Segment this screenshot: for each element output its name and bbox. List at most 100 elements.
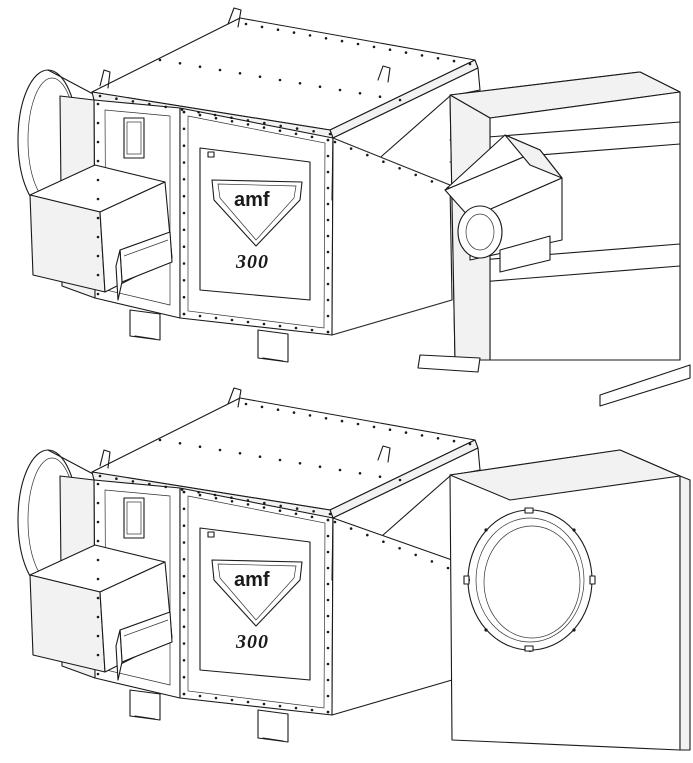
rivet [182, 642, 186, 645]
rivet [333, 140, 337, 144]
rivet [356, 422, 360, 426]
rivet [310, 708, 314, 712]
rivet [96, 615, 100, 619]
rivet [326, 646, 330, 650]
rivet [298, 462, 302, 465]
motor-end-cap [457, 205, 503, 259]
rivet [182, 161, 186, 164]
rivet [246, 119, 250, 122]
rivet [294, 132, 298, 136]
rivet [182, 541, 186, 544]
rivet [338, 88, 342, 92]
rivet [340, 39, 344, 43]
rivet [318, 465, 322, 469]
rivet [340, 419, 344, 423]
rivet [263, 121, 266, 125]
rivet [326, 518, 330, 522]
rivet [198, 694, 202, 698]
rivet [164, 105, 167, 109]
assembly-view-top: amf 300 [17, 7, 691, 407]
rivet [96, 102, 100, 106]
rivet [182, 262, 186, 265]
rivet [398, 167, 401, 170]
rivet [324, 417, 328, 420]
rivet [96, 178, 100, 182]
rivet [262, 506, 266, 509]
rivet [131, 100, 135, 103]
rivet [158, 438, 162, 442]
rivet [310, 135, 314, 139]
rivet [468, 62, 472, 66]
rivet [308, 414, 312, 417]
rivet [312, 130, 315, 133]
rivet [326, 534, 330, 538]
rivet [182, 608, 186, 612]
rivet [182, 295, 186, 299]
rivet [96, 235, 100, 239]
rivet [246, 503, 250, 506]
rivet [96, 216, 100, 220]
rivet [278, 704, 282, 708]
rivet [263, 501, 266, 505]
rivet [294, 706, 298, 710]
rivet [398, 98, 402, 102]
rivet-dots [96, 22, 472, 714]
rivet [96, 197, 100, 201]
rivet [326, 550, 330, 554]
rivet [326, 186, 330, 190]
rivet [276, 28, 280, 32]
rivet [218, 68, 222, 72]
rivet [230, 500, 234, 503]
rivet [214, 116, 218, 120]
rivet [230, 116, 233, 119]
rivet [420, 54, 424, 57]
rivet [308, 34, 312, 37]
brand-mark: amf [234, 189, 270, 211]
rivet [115, 477, 118, 481]
rivet [366, 533, 369, 537]
rivet [366, 153, 369, 157]
rivet [404, 431, 408, 434]
rivet [382, 540, 385, 543]
rivet [452, 439, 456, 443]
rivet [295, 507, 299, 510]
rivet [96, 558, 100, 562]
rivet [96, 254, 100, 258]
rivet [131, 480, 135, 483]
rivet [197, 111, 200, 114]
rivet [230, 120, 234, 123]
rivet [414, 553, 418, 557]
rivet [446, 566, 450, 570]
rivet [294, 326, 298, 330]
rivet [182, 228, 186, 232]
rivet [213, 113, 217, 117]
rivet [310, 515, 314, 519]
rivet [278, 324, 282, 328]
rivet [198, 65, 202, 68]
rivet [326, 314, 330, 318]
rivet [338, 468, 342, 472]
rivet [230, 318, 234, 322]
rivet [398, 478, 402, 482]
rivet [356, 42, 360, 46]
rivet [164, 485, 167, 489]
rivet [326, 330, 330, 334]
rivet [258, 455, 262, 459]
rivet [96, 121, 100, 125]
rivet [326, 154, 330, 158]
rivet [326, 694, 330, 698]
rivet [258, 75, 262, 78]
rivet [372, 425, 376, 429]
rivet [244, 402, 248, 406]
rivet [148, 482, 151, 486]
rivet [182, 279, 186, 282]
rivet [262, 322, 266, 326]
rivet [96, 140, 100, 144]
rivet [326, 630, 330, 634]
rivet [310, 328, 314, 332]
rivet [398, 547, 401, 550]
rivet [292, 411, 296, 414]
rivet [244, 22, 248, 26]
rivet [468, 442, 472, 446]
